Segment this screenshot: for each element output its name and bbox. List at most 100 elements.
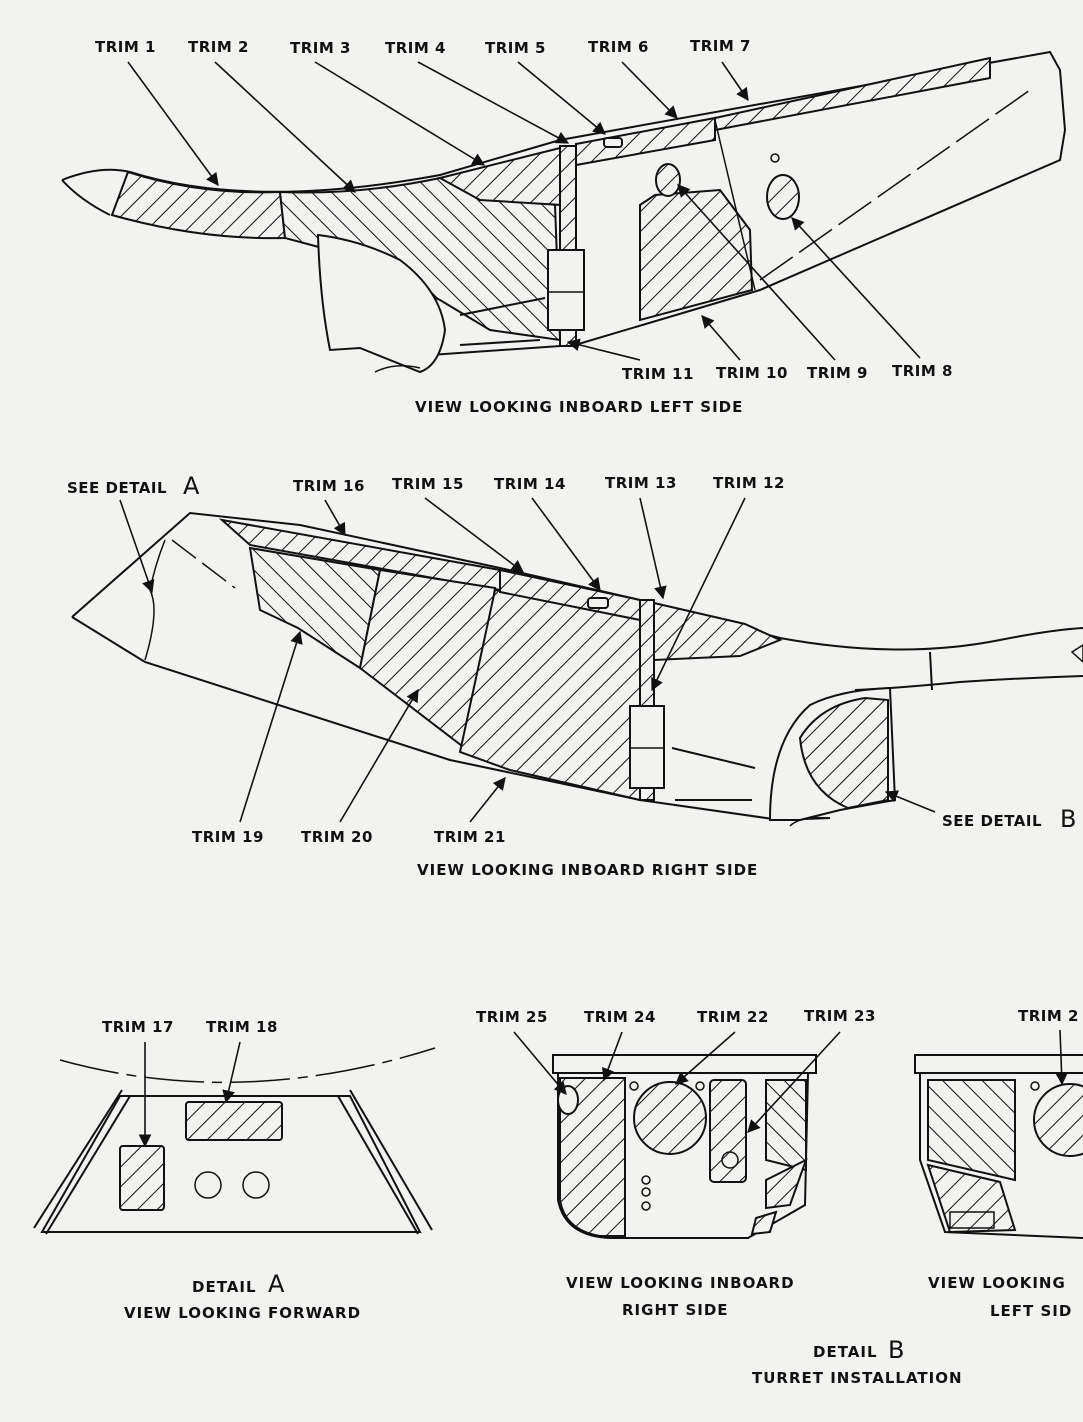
top-frame-line — [714, 119, 756, 291]
mid-tail-marker — [1070, 644, 1083, 664]
label-trim-19: TRIM 19 — [192, 828, 264, 846]
detail-b-right-lower-panel — [765, 1157, 808, 1210]
label-trim-5: TRIM 5 — [485, 39, 546, 57]
mid-view: SEE DETAIL A TRIM 16 TRIM 15 TRIM 14 TRI… — [67, 472, 1083, 879]
detail-b-left-body — [919, 1073, 1083, 1239]
trim-25-panel — [557, 1085, 579, 1115]
detail-b-right-window — [765, 1079, 807, 1172]
trim-23-hole — [721, 1151, 739, 1169]
leader-trim-1 — [127, 61, 219, 187]
trim-7-panel — [714, 56, 991, 132]
leader-trim-8 — [791, 217, 921, 359]
detail-b-right-top-plate — [552, 1054, 817, 1074]
detail-a-frame — [40, 1095, 422, 1233]
label-trim-24: TRIM 24 — [584, 1008, 656, 1026]
detail-b-right-hole-5 — [641, 1201, 651, 1211]
label-trim-2: TRIM 2 — [188, 38, 249, 56]
mid-hinge — [629, 705, 665, 789]
detail-b-right-foot — [750, 1210, 778, 1236]
detail-b-right: TRIM 25 TRIM 24 TRIM 22 TRIM 23 VIEW LOO… — [476, 1007, 875, 1319]
leader-trim-15 — [424, 497, 525, 573]
leader-trim-19 — [239, 630, 303, 823]
leader-trim-2 — [214, 61, 356, 193]
leader-trim-22 — [675, 1031, 736, 1085]
trim-24-panel — [559, 1077, 626, 1237]
trim-17-panel — [119, 1145, 165, 1211]
detail-a-caption-prefix: DETAIL — [192, 1278, 257, 1296]
trim-18-panel — [185, 1101, 283, 1141]
top-hinge — [547, 249, 585, 331]
label-trim-8: TRIM 8 — [892, 362, 953, 380]
leader-trim-4 — [417, 61, 570, 144]
trim-10-panel — [639, 188, 754, 322]
label-trim-7: TRIM 7 — [690, 37, 751, 55]
label-trim-1: TRIM 1 — [95, 38, 156, 56]
label-trim-15: TRIM 15 — [392, 475, 464, 493]
label-trim-6: TRIM 6 — [588, 38, 649, 56]
detail-b-right-hole-4 — [641, 1187, 651, 1197]
detail-b-left-caption-1: VIEW LOOKING — [928, 1274, 1066, 1292]
leader-trim-24 — [602, 1031, 623, 1082]
top-dash-line — [759, 89, 1031, 281]
leader-trim-11 — [566, 338, 641, 361]
top-rod-1 — [459, 297, 546, 316]
label-trim-12: TRIM 12 — [713, 474, 785, 492]
detail-a-right-strut — [337, 1095, 419, 1235]
detail-b-right-caption-1: VIEW LOOKING INBOARD — [566, 1274, 795, 1292]
trim-8-panel — [766, 174, 800, 220]
detail-b-right-caption-2: RIGHT SIDE — [622, 1301, 729, 1319]
trim-9-panel — [655, 163, 681, 197]
label-trim-9: TRIM 9 — [807, 364, 868, 382]
leader-detail-b — [884, 790, 936, 813]
detail-b-left-top-plate — [914, 1054, 1083, 1074]
label-trim-11: TRIM 11 — [622, 365, 694, 383]
leader-trim-10 — [701, 315, 741, 361]
see-detail-a-letter: A — [183, 472, 200, 500]
label-trim-3: TRIM 3 — [290, 39, 351, 57]
trim-14-slot — [587, 597, 609, 609]
label-trim-25: TRIM 25 — [476, 1008, 548, 1026]
leader-trim-5 — [517, 61, 606, 135]
label-trim-20: TRIM 20 — [301, 828, 373, 846]
detail-a: TRIM 17 TRIM 18 DETAIL A VIEW LOOKING FO… — [33, 1018, 436, 1322]
leader-trim-7 — [721, 61, 749, 102]
label-trim-18: TRIM 18 — [206, 1018, 278, 1036]
mid-canopy-hatched — [798, 696, 889, 810]
detail-b-left-foot — [949, 1211, 995, 1229]
detail-b-left-window — [927, 1079, 1016, 1182]
leader-trim-2x — [1055, 1029, 1068, 1086]
label-trim-21: TRIM 21 — [434, 828, 506, 846]
leader-trim-9 — [677, 184, 836, 361]
detail-a-hole-1 — [194, 1171, 222, 1199]
top-view-caption: VIEW LOOKING INBOARD LEFT SIDE — [415, 398, 743, 416]
leader-trim-6 — [621, 61, 678, 119]
mid-view-caption: VIEW LOOKING INBOARD RIGHT SIDE — [417, 861, 758, 879]
trim-22-panel — [633, 1081, 707, 1155]
mid-tail-outline — [854, 651, 1083, 691]
mid-fuselage-outline — [71, 511, 1083, 651]
top-canopy-frame — [316, 233, 447, 374]
label-trim-16: TRIM 16 — [293, 477, 365, 495]
detail-b-left-circle-panel — [1033, 1083, 1083, 1157]
see-detail-a-text: SEE DETAIL — [67, 479, 167, 497]
detail-b-left: TRIM 2 VIEW LOOKING LEFT SID — [914, 1007, 1083, 1320]
label-trim-22: TRIM 22 — [697, 1008, 769, 1026]
detail-a-right-strut-inner — [349, 1089, 433, 1231]
detail-a-arc — [59, 1047, 436, 1084]
label-trim-2x: TRIM 2 — [1018, 1007, 1079, 1025]
leader-detail-a — [119, 499, 155, 594]
trim-12-panel — [653, 601, 783, 662]
trim-2-panel — [278, 176, 562, 342]
trim-1-panel — [110, 170, 287, 240]
top-fuselage-outline — [61, 50, 1067, 356]
see-detail-b-text: SEE DETAIL — [942, 812, 1042, 830]
label-trim-13: TRIM 13 — [605, 474, 677, 492]
leader-trim-14 — [531, 497, 601, 592]
see-detail-b-letter: B — [1060, 805, 1077, 833]
detail-a-caption-letter: A — [268, 1270, 285, 1298]
detail-b-caption-letter: B — [888, 1336, 905, 1364]
detail-b-left-caption-2: LEFT SID — [990, 1302, 1072, 1320]
leader-trim-18 — [222, 1041, 241, 1104]
